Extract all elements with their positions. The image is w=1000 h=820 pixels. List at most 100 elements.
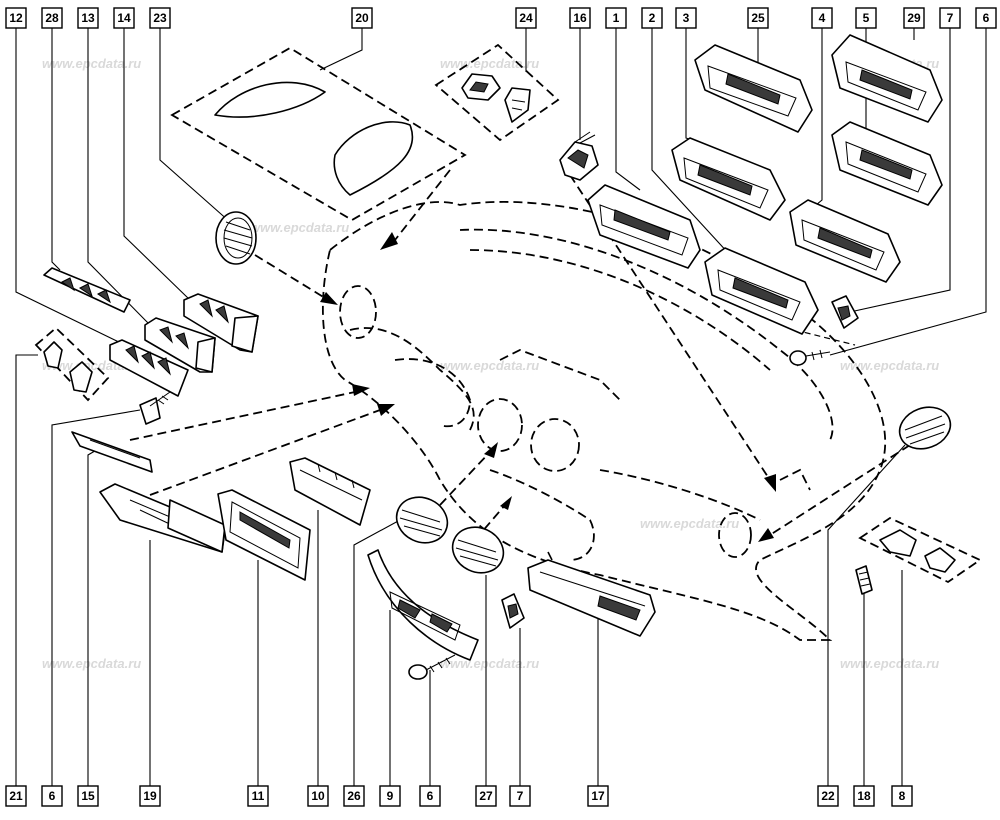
callout-3: 3 bbox=[675, 7, 697, 29]
callout-7: 7 bbox=[509, 785, 531, 807]
part-29-vent-housing bbox=[831, 34, 943, 123]
part-6-screw-left bbox=[139, 391, 171, 425]
callout-4: 4 bbox=[811, 7, 833, 29]
watermark-text: www.epcdata.ru bbox=[42, 656, 141, 671]
part-26-round-vent bbox=[395, 496, 449, 544]
callout-21: 21 bbox=[5, 785, 27, 807]
callout-7: 7 bbox=[939, 7, 961, 29]
callout-label: 15 bbox=[81, 789, 95, 803]
callouts-top: 12 28 13 14 23 20 24 16 1 2 3 25 4 5 29 … bbox=[5, 7, 997, 29]
part-17-glove-vent bbox=[527, 551, 656, 637]
watermark-text: www.epcdata.ru bbox=[440, 56, 539, 71]
watermark-text: www.epcdata.ru bbox=[42, 56, 141, 71]
part-12-vent-panel bbox=[109, 339, 189, 397]
watermark-text: www.epcdata.ru bbox=[640, 516, 739, 531]
part-7-clip-right bbox=[831, 295, 859, 329]
part-14-vent-panel bbox=[183, 293, 259, 353]
callout-label: 24 bbox=[519, 11, 533, 25]
callout-label: 16 bbox=[573, 11, 587, 25]
callout-label: 6 bbox=[983, 11, 990, 25]
callout-12: 12 bbox=[5, 7, 27, 29]
watermark-text: www.epcdata.ru bbox=[250, 220, 349, 235]
callout-9: 9 bbox=[379, 785, 401, 807]
callout-16: 16 bbox=[569, 7, 591, 29]
callout-6: 6 bbox=[419, 785, 441, 807]
callout-label: 1 bbox=[613, 11, 620, 25]
callout-label: 18 bbox=[857, 789, 871, 803]
part-23-round-vent bbox=[215, 211, 257, 265]
callout-label: 4 bbox=[819, 11, 826, 25]
watermark-text: www.epcdata.ru bbox=[840, 358, 939, 373]
part-1-vent-housing bbox=[587, 184, 701, 269]
part-24-clips bbox=[434, 43, 560, 142]
part-25-vent-housing bbox=[694, 44, 813, 133]
callout-label: 23 bbox=[153, 11, 167, 25]
watermark-text: www.epcdata.ru bbox=[440, 656, 539, 671]
callout-label: 8 bbox=[899, 789, 906, 803]
callout-15: 15 bbox=[77, 785, 99, 807]
callout-label: 7 bbox=[517, 789, 524, 803]
callout-label: 29 bbox=[907, 11, 921, 25]
part-11-center-vent-frame bbox=[217, 489, 311, 581]
callout-5: 5 bbox=[855, 7, 877, 29]
leader-lines bbox=[15, 28, 987, 786]
part-19-side-vent-trim bbox=[99, 483, 226, 553]
callout-28: 28 bbox=[41, 7, 63, 29]
callout-label: 17 bbox=[591, 789, 605, 803]
callout-20: 20 bbox=[351, 7, 373, 29]
callout-23: 23 bbox=[149, 7, 171, 29]
callout-label: 21 bbox=[9, 789, 23, 803]
part-2-vent-housing bbox=[704, 247, 819, 335]
part-5-vent-housing bbox=[831, 121, 943, 206]
callout-27: 27 bbox=[475, 785, 497, 807]
callout-label: 22 bbox=[821, 789, 835, 803]
callout-11: 11 bbox=[247, 785, 269, 807]
callout-13: 13 bbox=[77, 7, 99, 29]
part-22-round-vent-right bbox=[898, 406, 952, 450]
callout-6: 6 bbox=[41, 785, 63, 807]
callout-label: 20 bbox=[355, 11, 369, 25]
watermark-text: www.epcdata.ru bbox=[440, 358, 539, 373]
callout-label: 6 bbox=[49, 789, 56, 803]
callout-label: 19 bbox=[143, 789, 157, 803]
callout-label: 2 bbox=[649, 11, 656, 25]
dashboard-outline bbox=[322, 201, 887, 641]
part-13-vent-panel bbox=[144, 317, 216, 373]
callout-22: 22 bbox=[817, 785, 839, 807]
callout-19: 19 bbox=[139, 785, 161, 807]
callout-25: 25 bbox=[747, 7, 769, 29]
part-16-plug bbox=[559, 131, 599, 181]
callout-1: 1 bbox=[605, 7, 627, 29]
callout-label: 25 bbox=[751, 11, 765, 25]
callout-2: 2 bbox=[641, 7, 663, 29]
callout-24: 24 bbox=[515, 7, 537, 29]
part-27-round-vent bbox=[451, 526, 505, 574]
part-20-speaker-grilles bbox=[170, 46, 467, 222]
callout-label: 26 bbox=[347, 789, 361, 803]
callout-label: 28 bbox=[45, 11, 59, 25]
part-15-trim-strip bbox=[71, 431, 153, 473]
callout-10: 10 bbox=[307, 785, 329, 807]
watermark-layer: www.epcdata.ru www.epcdata.ru www.epcdat… bbox=[42, 56, 939, 671]
callouts-bottom: 21 6 15 19 11 10 26 9 6 27 7 17 22 18 8 bbox=[5, 785, 913, 807]
callout-label: 12 bbox=[9, 11, 23, 25]
callout-17: 17 bbox=[587, 785, 609, 807]
callout-label: 13 bbox=[81, 11, 95, 25]
part-9-center-bezel bbox=[367, 549, 479, 661]
callout-label: 6 bbox=[427, 789, 434, 803]
part-10-vent-housing bbox=[289, 457, 371, 526]
callout-14: 14 bbox=[113, 7, 135, 29]
callout-6: 6 bbox=[975, 7, 997, 29]
callout-label: 7 bbox=[947, 11, 954, 25]
part-3-vent-housing bbox=[671, 137, 786, 221]
callout-label: 10 bbox=[311, 789, 325, 803]
callout-label: 14 bbox=[117, 11, 131, 25]
part-21-clips bbox=[34, 326, 110, 402]
callout-label: 9 bbox=[387, 789, 394, 803]
part-4-vent-housing bbox=[789, 199, 901, 283]
callout-26: 26 bbox=[343, 785, 365, 807]
callout-29: 29 bbox=[903, 7, 925, 29]
callout-label: 5 bbox=[863, 11, 870, 25]
callout-label: 11 bbox=[252, 789, 265, 803]
